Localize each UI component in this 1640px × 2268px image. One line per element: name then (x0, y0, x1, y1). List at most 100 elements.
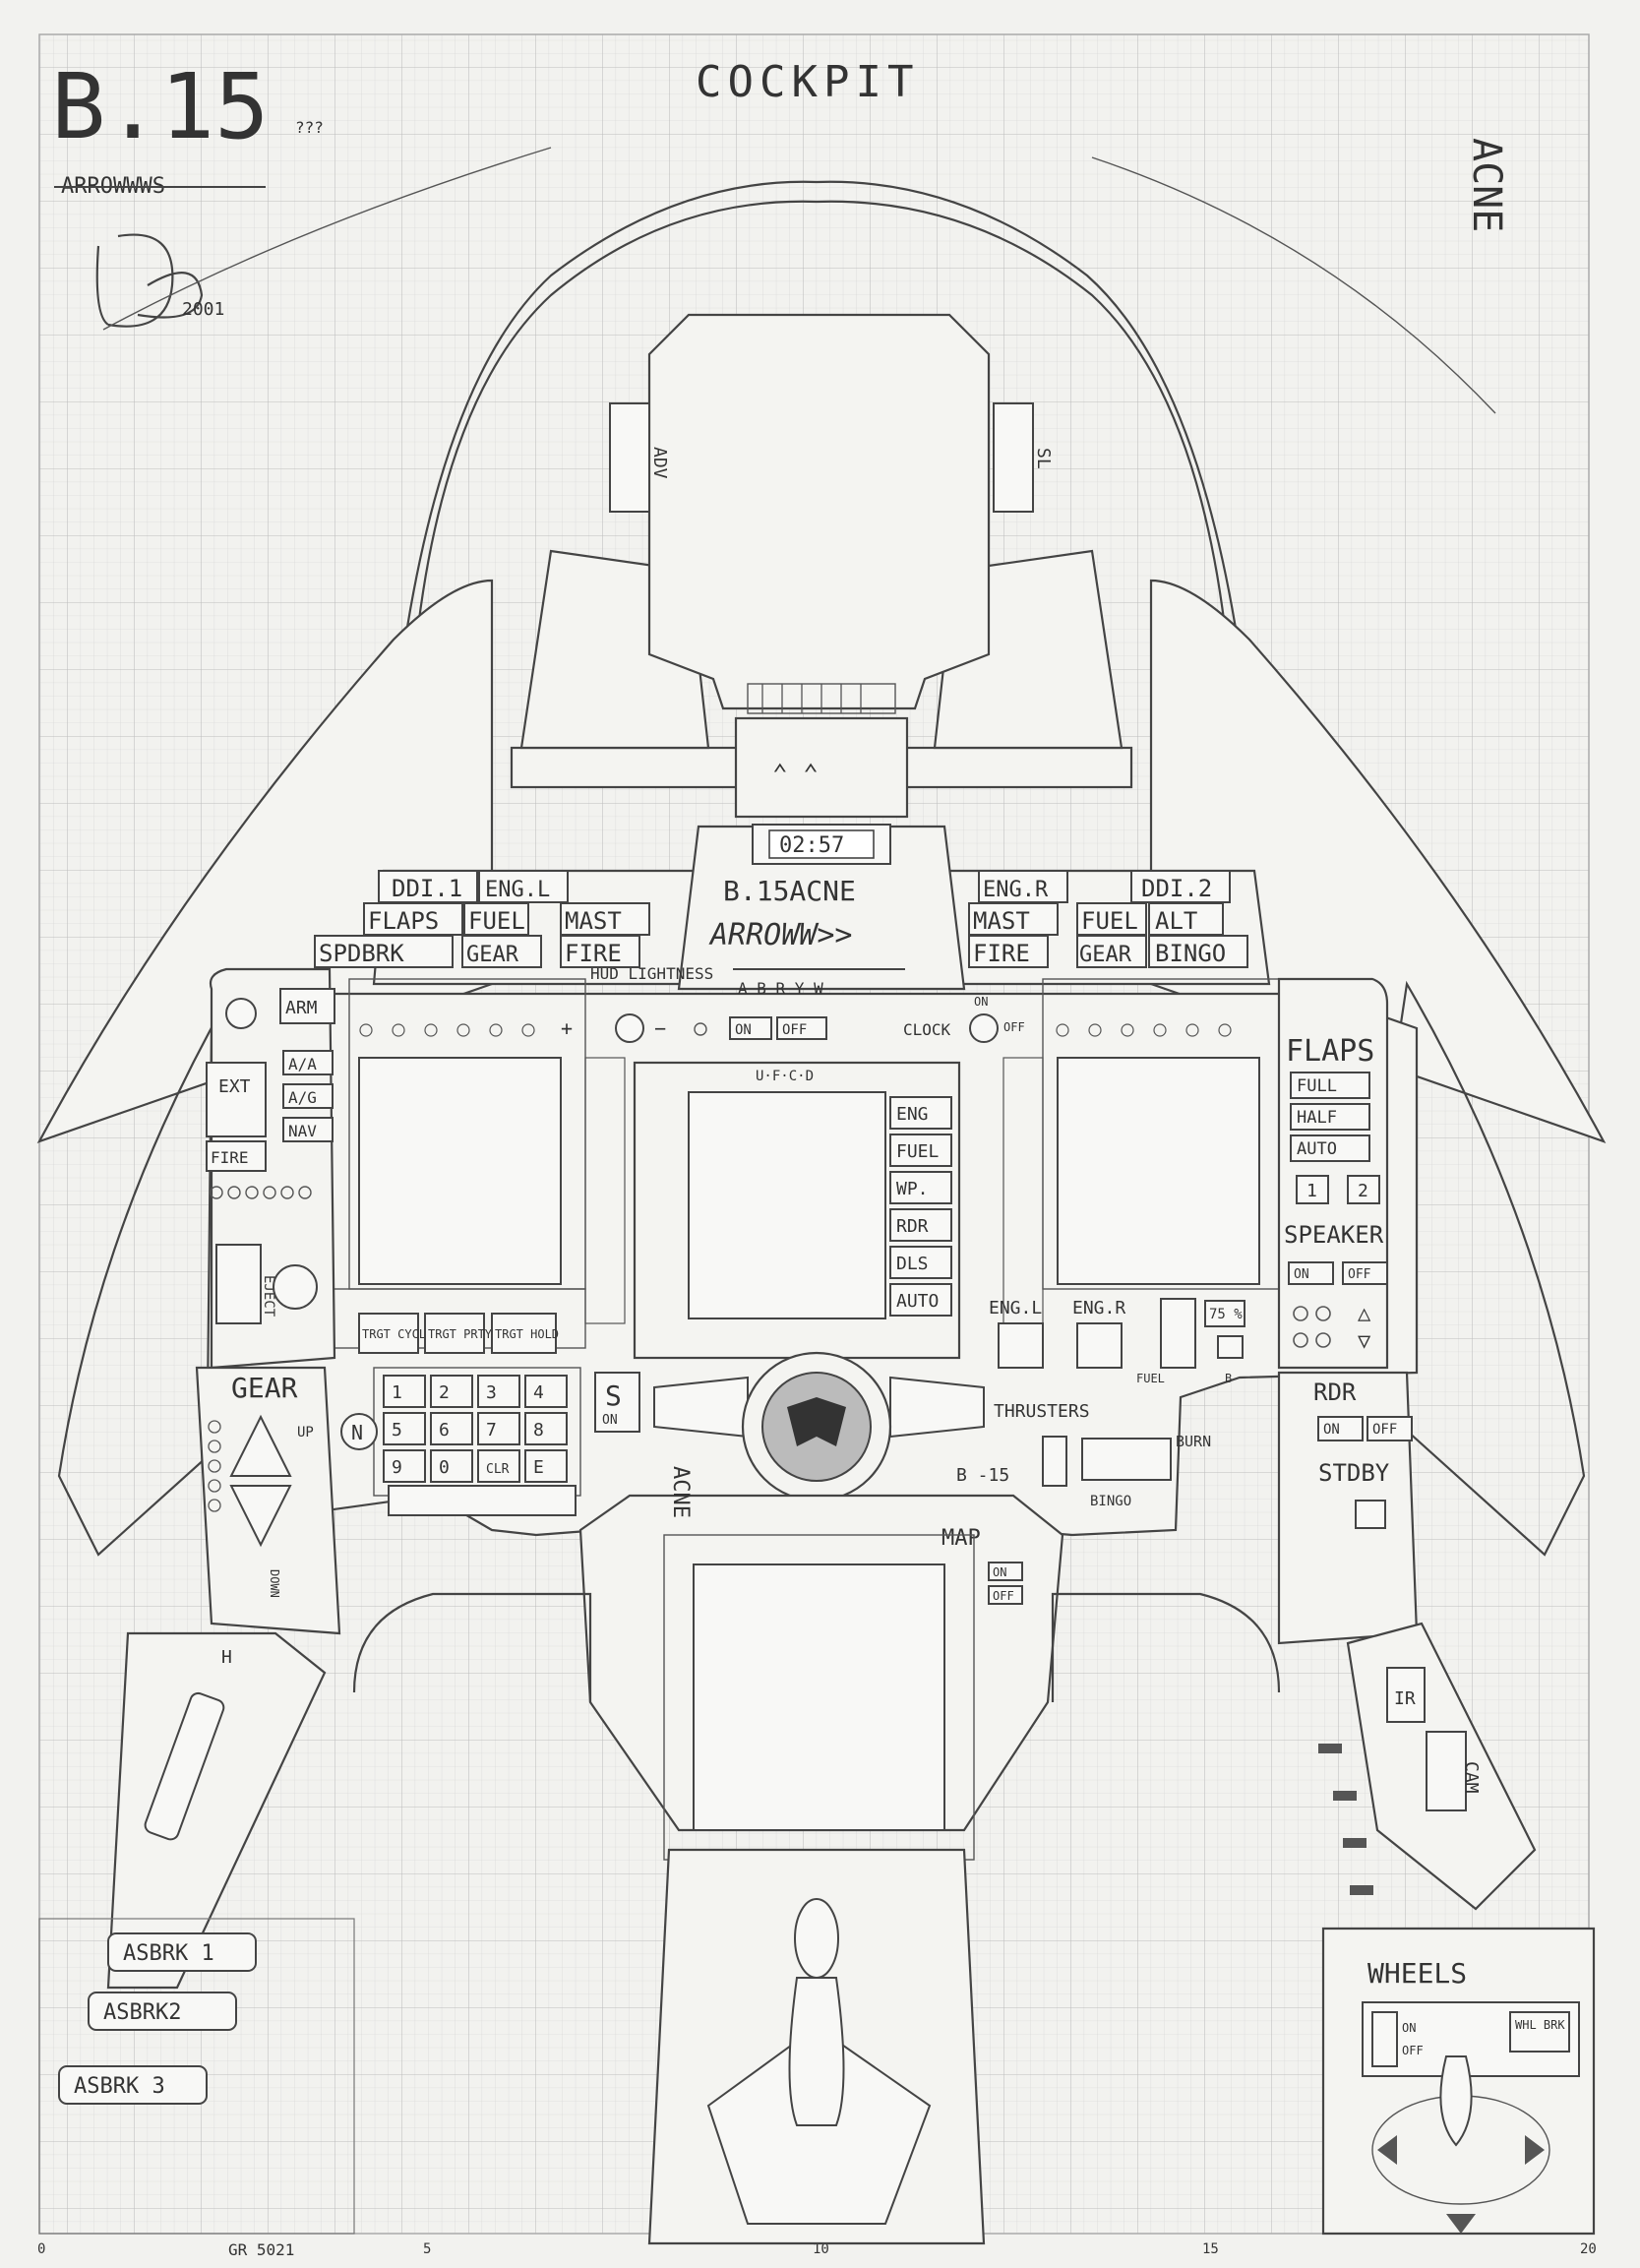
keypad-key-label: 8 (533, 1420, 544, 1440)
keypad-key-label: 4 (533, 1382, 544, 1403)
svg-text:FIRE: FIRE (565, 940, 622, 967)
ufcd-button[interactable] (889, 1096, 952, 1130)
svg-text:FUEL: FUEL (1136, 1372, 1165, 1385)
ufcd-button[interactable] (889, 1246, 952, 1279)
svg-text:ADV: ADV (649, 447, 670, 479)
keypad-key[interactable] (430, 1375, 473, 1408)
keypad-key[interactable] (430, 1449, 473, 1483)
svg-text:FLAPS: FLAPS (368, 907, 439, 935)
svg-text:ON: ON (974, 995, 988, 1009)
svg-text:H: H (221, 1647, 232, 1668)
svg-text:5: 5 (423, 2241, 431, 2257)
svg-text:ASBRK 1: ASBRK 1 (123, 1941, 214, 1966)
keypad-key-label: 2 (439, 1382, 450, 1403)
svg-text:FLAPS: FLAPS (1286, 1034, 1374, 1069)
svg-text:GEAR: GEAR (466, 943, 519, 967)
keypad-key-label: 6 (439, 1420, 450, 1440)
svg-text:DDI.1: DDI.1 (392, 875, 462, 902)
svg-text:A/A: A/A (288, 1055, 317, 1073)
svg-text:OFF: OFF (1372, 1422, 1397, 1438)
keypad-key[interactable] (477, 1412, 520, 1445)
ufcd-button[interactable] (889, 1208, 952, 1242)
svg-text:CAM: CAM (1461, 1761, 1482, 1794)
svg-text:HALF: HALF (1297, 1108, 1337, 1128)
svg-text:OFF: OFF (1003, 1020, 1025, 1034)
ufcd-button[interactable] (889, 1283, 952, 1317)
map-screen (693, 1563, 945, 1831)
svg-text:DDI.2: DDI.2 (1141, 875, 1212, 902)
svg-text:ASBRK2: ASBRK2 (103, 2000, 181, 2025)
right-ddi-frame (1042, 978, 1280, 1290)
svg-text:CLOCK: CLOCK (903, 1020, 951, 1039)
ufcd-screen (688, 1091, 886, 1319)
warning-lights-left: DDI.1 ENG.L FLAPS FUEL MAST SPDBRK GEAR … (314, 870, 650, 968)
left-column-panel: ARM A/A A/G NAV EXT FIRE EJECT (206, 967, 336, 1370)
svg-text:RDR: RDR (1313, 1379, 1357, 1406)
ufcd-button[interactable] (889, 1134, 952, 1167)
right-lower-panel: IR CAM WHEELS ON OFF WHL BRK (1318, 1622, 1596, 2236)
svg-text:SPEAKER: SPEAKER (1284, 1221, 1384, 1249)
keypad-key[interactable] (524, 1375, 568, 1408)
ruler: 0 5 10 15 20 GR 5021 (37, 2240, 1597, 2259)
svg-text:TRGT PRTY: TRGT PRTY (428, 1327, 493, 1341)
svg-text:△: △ (1358, 1302, 1371, 1326)
ufcd-button[interactable] (889, 1171, 952, 1204)
svg-text:FUEL: FUEL (468, 907, 525, 935)
footer-code: GR 5021 (228, 2240, 294, 2259)
svg-text:THRUSTERS: THRUSTERS (994, 1401, 1090, 1422)
adv-box (609, 402, 650, 513)
throttle-lever (1439, 2055, 1473, 2147)
svg-text:75 %: 75 % (1209, 1307, 1243, 1322)
keypad-key-label: 0 (439, 1457, 450, 1478)
gear-handle (144, 1691, 225, 1841)
keypad-key-label: 5 (392, 1420, 402, 1440)
keypad-key-label: 7 (486, 1420, 497, 1440)
svg-text:ARM: ARM (285, 998, 318, 1018)
svg-text:▽: ▽ (1358, 1329, 1371, 1354)
clock-display: 02:57 B.15ACNE ARROWW>> HUD LIGHTNESS A … (590, 824, 905, 998)
keypad-key[interactable] (477, 1449, 520, 1483)
airbrake-panel: ASBRK 1 ASBRK2 ASBRK 3 (38, 1918, 355, 2235)
arrow-logo: ARROWW>> (708, 918, 853, 952)
keypad-key[interactable] (383, 1449, 426, 1483)
sheet-title: COCKPIT (696, 57, 919, 107)
keypad-key[interactable] (524, 1412, 568, 1445)
svg-text:FIRE: FIRE (973, 940, 1030, 967)
engine-gauges: ENG.L ENG.R 75 % FUEL B THRUSTERS BURN B… (989, 1298, 1245, 1509)
svg-text:SPDBRK: SPDBRK (319, 940, 404, 967)
keypad-key-label: CLR (486, 1462, 510, 1477)
keypad-key[interactable] (477, 1375, 520, 1408)
right-ddi-screen (1057, 1057, 1260, 1285)
keypad-key[interactable] (383, 1412, 426, 1445)
keypad-key[interactable] (430, 1412, 473, 1445)
svg-text:ENG.R: ENG.R (983, 878, 1049, 902)
svg-text:A/G: A/G (288, 1088, 317, 1107)
keypad-key-label: E (533, 1457, 544, 1478)
control-stick (788, 1977, 845, 2126)
svg-text:SL: SL (1033, 448, 1054, 469)
right-column-panel: FLAPS FULL HALF AUTO 1 2 SPEAKER ON OFF … (1277, 977, 1419, 1645)
signature-year: 2001 (182, 299, 224, 320)
svg-text:0: 0 (37, 2241, 45, 2257)
svg-text:2: 2 (1358, 1181, 1368, 1201)
svg-text:OFF: OFF (993, 1589, 1014, 1603)
svg-text:DOWN: DOWN (268, 1569, 281, 1598)
left-ddi-frame (329, 978, 586, 1349)
ufcd-button-label: AUTO (896, 1291, 939, 1312)
keypad-key[interactable] (524, 1449, 568, 1483)
lightness-knob (615, 1013, 644, 1043)
center-console: ACNE B -15 MAP ON OFF (578, 1465, 1064, 1861)
svg-text:WHL BRK: WHL BRK (1515, 2018, 1565, 2032)
ufcd-button-label: WP. (896, 1179, 929, 1199)
svg-text:ALT: ALT (1155, 907, 1197, 935)
svg-text:WHEELS: WHEELS (1367, 1957, 1467, 1990)
svg-text:ON: ON (1402, 2021, 1416, 2035)
keypad-key[interactable] (383, 1375, 426, 1408)
svg-text:−: − (654, 1016, 666, 1040)
svg-text:ACNE: ACNE (1464, 138, 1509, 232)
hud-controls: + − ON OFF CLOCK ON OFF (561, 995, 1025, 1043)
gear-panel: GEAR UP DOWN H (106, 1366, 341, 1990)
svg-text:+: + (561, 1016, 573, 1040)
